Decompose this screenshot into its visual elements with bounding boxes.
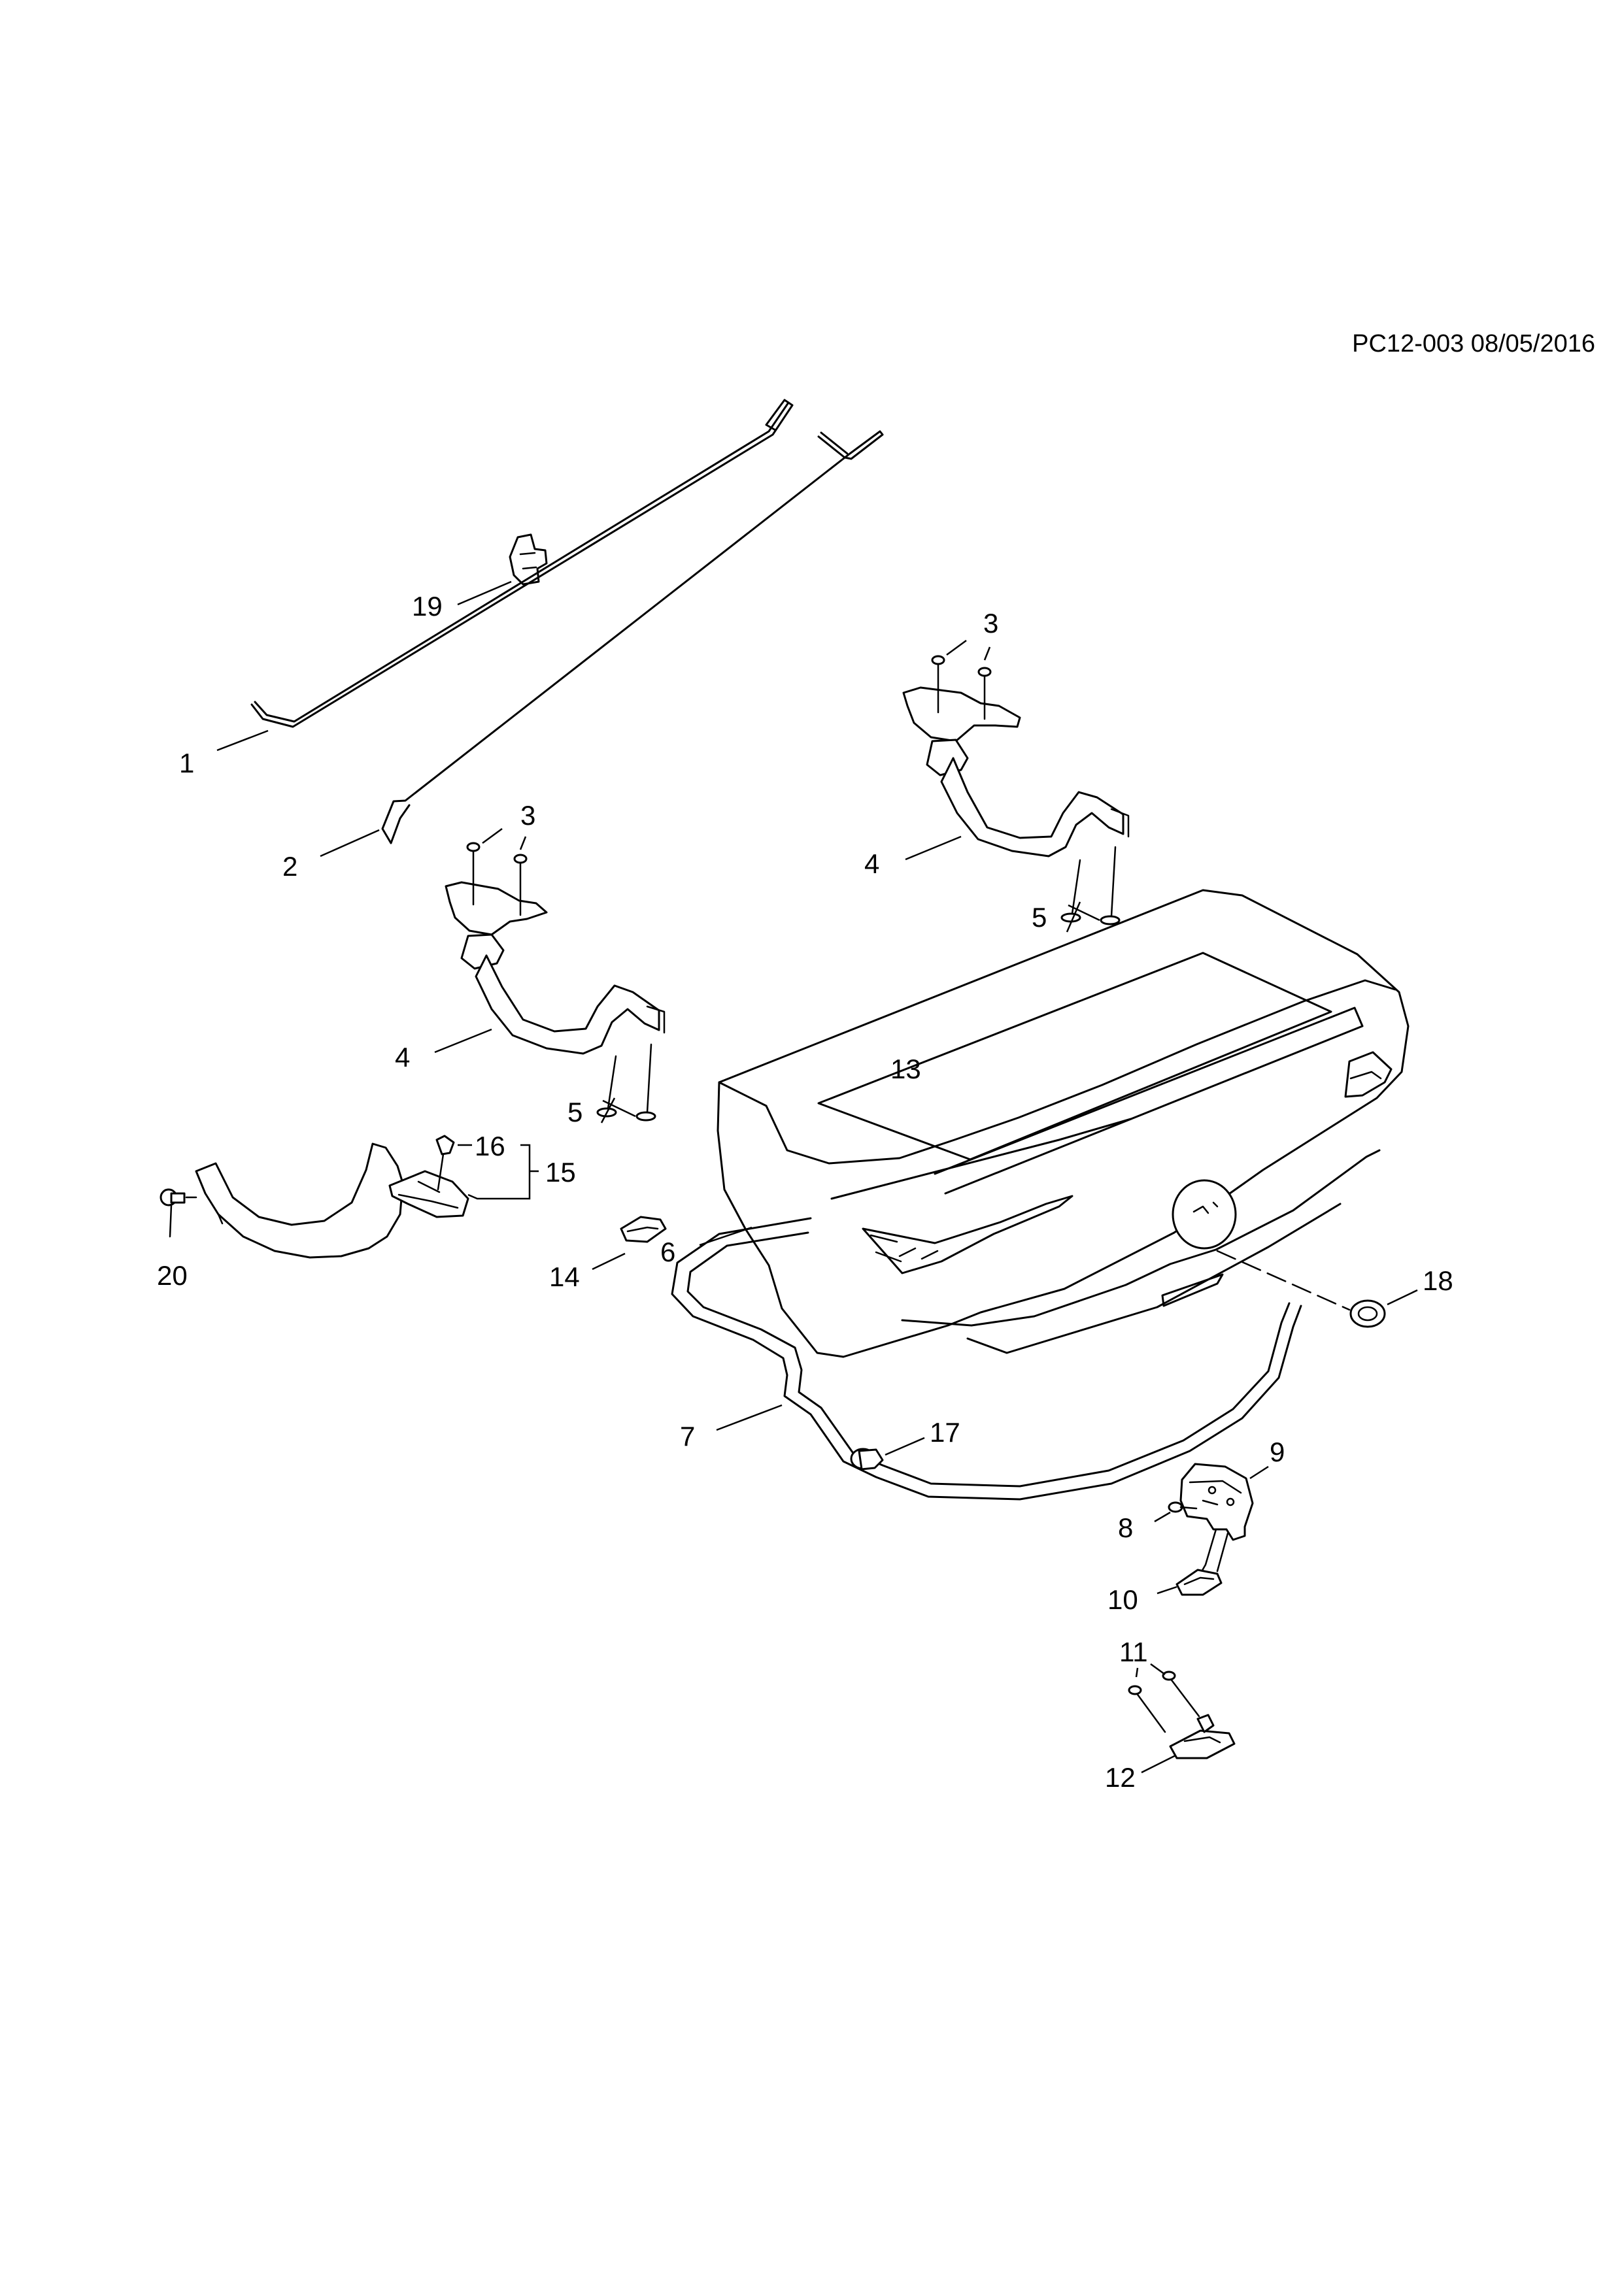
callout-11: 11 [1119, 1637, 1148, 1667]
callout-16: 16 [475, 1131, 505, 1161]
callout-2: 2 [282, 851, 297, 882]
callout-4: 4 [864, 848, 879, 879]
part-18-plug [1216, 1250, 1418, 1328]
callout-18: 18 [1423, 1265, 1453, 1296]
part-6-trunk-lid [699, 889, 1410, 1358]
left-hinge-assembly [434, 827, 666, 1123]
part-17-bumper [850, 1437, 925, 1471]
callout-12: 12 [1105, 1762, 1136, 1793]
part-2-rod [320, 430, 884, 857]
part-9-latch [1179, 1463, 1269, 1575]
callout-8: 8 [1118, 1512, 1133, 1543]
callout-14: 14 [549, 1261, 580, 1292]
callout-15: 15 [545, 1157, 576, 1188]
part-12-striker [1141, 1714, 1236, 1774]
callout-4: 4 [395, 1042, 410, 1073]
part-7-weatherstrip [671, 1217, 1302, 1501]
part-10-latch-release [1157, 1569, 1223, 1596]
callout-13: 13 [890, 1054, 921, 1084]
callout-19: 19 [412, 591, 443, 622]
callout-7: 7 [680, 1421, 695, 1452]
part-15-trim-cover [160, 1135, 539, 1259]
callout-3: 3 [983, 608, 998, 639]
callout-5: 5 [567, 1097, 583, 1127]
diagram-code: PC12-003 08/05/2016 [1352, 330, 1595, 358]
part-8-bolt [1154, 1501, 1198, 1523]
callout-20: 20 [157, 1260, 188, 1291]
part-14-license-light [592, 1216, 667, 1271]
callout-6: 6 [660, 1237, 675, 1267]
callout-17: 17 [930, 1417, 960, 1448]
part-11-bolts [1128, 1663, 1200, 1733]
callout-5: 5 [1032, 902, 1047, 933]
part-1-rod [216, 399, 794, 752]
callout-3: 3 [520, 800, 535, 831]
callout-10: 10 [1107, 1584, 1138, 1615]
callout-1: 1 [179, 748, 194, 778]
callout-labels: 1 2 3 3 4 4 5 5 6 7 8 9 10 11 12 13 14 1… [157, 591, 1453, 1793]
right-hinge-assembly [902, 639, 1130, 933]
callout-9: 9 [1270, 1437, 1285, 1467]
